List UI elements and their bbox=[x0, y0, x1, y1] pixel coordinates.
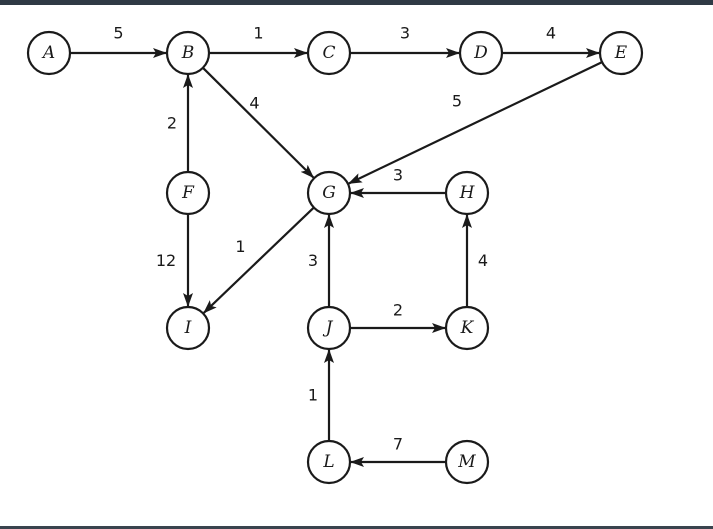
node-circle bbox=[165, 170, 211, 216]
node-label: M bbox=[457, 452, 476, 472]
node-circle bbox=[306, 439, 352, 485]
edge-k-h: 4 bbox=[462, 214, 488, 307]
edge-weight-label: 2 bbox=[167, 114, 177, 133]
edge-f-i: 12 bbox=[156, 214, 193, 307]
node-label: I bbox=[184, 318, 192, 338]
node-label: A bbox=[41, 43, 55, 63]
edge-weight-label: 12 bbox=[156, 251, 176, 270]
node-i: I bbox=[165, 305, 211, 351]
edge-j-g: 3 bbox=[308, 214, 334, 307]
node-circle bbox=[165, 30, 211, 76]
top-border bbox=[0, 0, 713, 5]
bottom-border bbox=[0, 526, 713, 529]
node-label: C bbox=[322, 43, 335, 63]
edge-arrow bbox=[203, 206, 315, 314]
edge-weight-label: 4 bbox=[478, 251, 488, 270]
edge-b-g: 4 bbox=[202, 67, 315, 179]
node-h: H bbox=[444, 170, 490, 216]
node-label: F bbox=[181, 183, 195, 203]
node-circle bbox=[444, 439, 490, 485]
node-circle bbox=[26, 30, 72, 76]
node-f: F bbox=[165, 170, 211, 216]
edge-weight-label: 4 bbox=[249, 94, 259, 113]
node-l: L bbox=[306, 439, 352, 485]
edge-arrow bbox=[202, 67, 315, 179]
edges: 5 1 3 4 4 5 2 12 1 3 3 2 4 1 7 bbox=[70, 24, 603, 467]
node-label: J bbox=[323, 318, 334, 338]
edge-e-g: 5 bbox=[347, 61, 603, 185]
edge-d-e: 4 bbox=[502, 24, 600, 58]
edge-weight-label: 5 bbox=[113, 24, 123, 43]
node-c: C bbox=[306, 30, 352, 76]
edge-c-d: 3 bbox=[350, 24, 460, 58]
edge-weight-label: 3 bbox=[393, 166, 403, 185]
edge-g-i: 1 bbox=[203, 206, 315, 314]
node-circle bbox=[306, 170, 352, 216]
node-k: K bbox=[444, 305, 490, 351]
node-label: L bbox=[322, 452, 334, 472]
node-circle bbox=[306, 30, 352, 76]
edge-f-b: 2 bbox=[167, 74, 193, 172]
node-a: A bbox=[26, 30, 72, 76]
edge-l-j: 1 bbox=[308, 349, 334, 441]
node-label: B bbox=[181, 43, 195, 63]
edge-weight-label: 3 bbox=[400, 24, 410, 43]
edge-h-g: 3 bbox=[350, 166, 446, 198]
node-circle bbox=[306, 305, 352, 351]
node-circle bbox=[444, 305, 490, 351]
edge-m-l: 7 bbox=[350, 435, 446, 467]
node-m: M bbox=[444, 439, 490, 485]
edge-a-b: 5 bbox=[70, 24, 167, 58]
edge-arrow bbox=[347, 61, 603, 185]
node-label: G bbox=[322, 183, 336, 203]
nodes: A B C D E F G H I J K L M bbox=[26, 30, 644, 485]
edge-weight-label: 2 bbox=[393, 301, 403, 320]
node-circle bbox=[165, 305, 211, 351]
edge-weight-label: 3 bbox=[308, 251, 318, 270]
node-label: D bbox=[473, 43, 488, 63]
edge-weight-label: 7 bbox=[393, 435, 403, 454]
node-e: E bbox=[598, 30, 644, 76]
edge-weight-label: 4 bbox=[546, 24, 556, 43]
node-j: J bbox=[306, 305, 352, 351]
edge-j-k: 2 bbox=[350, 301, 446, 333]
node-label: E bbox=[614, 43, 628, 63]
edge-b-c: 1 bbox=[209, 24, 308, 58]
edge-weight-label: 5 bbox=[452, 92, 462, 111]
edge-weight-label: 1 bbox=[253, 24, 263, 43]
node-d: D bbox=[458, 30, 504, 76]
node-label: K bbox=[460, 318, 475, 338]
node-g: G bbox=[306, 170, 352, 216]
node-label: H bbox=[459, 183, 476, 203]
node-b: B bbox=[165, 30, 211, 76]
edge-weight-label: 1 bbox=[235, 237, 245, 256]
node-circle bbox=[444, 170, 490, 216]
node-circle bbox=[458, 30, 504, 76]
node-circle bbox=[598, 30, 644, 76]
edge-weight-label: 1 bbox=[308, 386, 318, 405]
